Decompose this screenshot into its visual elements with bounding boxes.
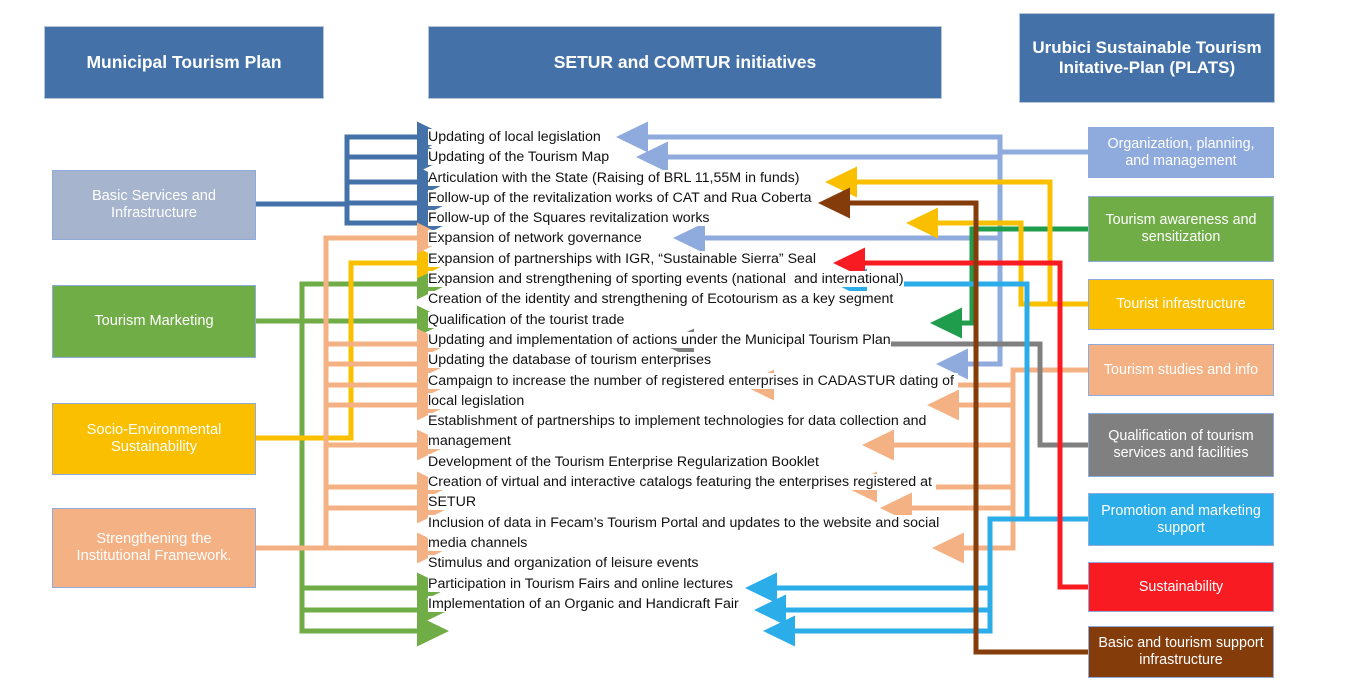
header-municipal-tourism-plan: Municipal Tourism Plan: [44, 26, 324, 99]
plats-label: Tourism awareness and sensitization: [1105, 212, 1257, 245]
initiative-item[interactable]: Follow-up of the revitalization works of…: [428, 188, 968, 208]
initiative-label: Creation of virtual and interactive cata…: [428, 474, 936, 511]
initiative-label: Inclusion of data in Fecam’s Tourism Por…: [428, 514, 944, 551]
plats-promotion-and-marketing-support[interactable]: Promotion and marketing support: [1088, 493, 1274, 546]
initiative-label: Establishment of partnerships to impleme…: [428, 413, 931, 450]
initiative-item[interactable]: Creation of the identity and strengtheni…: [428, 289, 968, 309]
initiative-item[interactable]: Expansion of partnerships with IGR, “Sus…: [428, 249, 968, 269]
initiative-item[interactable]: Expansion of network governance: [428, 228, 968, 248]
header-label: Urubici Sustainable Tourism Initative-Pl…: [1032, 37, 1262, 77]
plats-label: Qualification of tourism services and fa…: [1108, 428, 1254, 461]
initiatives-list: Updating of local legislation Updating o…: [428, 127, 968, 614]
header-label: Municipal Tourism Plan: [86, 52, 282, 73]
plats-label: Basic and tourism support infrastructure: [1098, 635, 1264, 668]
initiative-label: Articulation with the State (Raising of …: [428, 169, 800, 186]
initiative-item[interactable]: Updating of local legislation: [428, 127, 968, 147]
initiative-item[interactable]: Inclusion of data in Fecam’s Tourism Por…: [428, 513, 968, 554]
plats-tourism-awareness-and-sensitization[interactable]: Tourism awareness and sensitization: [1088, 196, 1274, 262]
category-basic-services-and-infrastructure[interactable]: Basic Services and Infrastructure: [52, 170, 256, 240]
initiative-item[interactable]: Development of the Tourism Enterprise Re…: [428, 452, 968, 472]
plats-label: Promotion and marketing support: [1101, 502, 1261, 536]
initiative-label: Expansion of network governance: [428, 230, 642, 247]
plats-tourism-studies-and-info[interactable]: Tourism studies and info: [1088, 344, 1274, 396]
initiative-item[interactable]: Updating of the Tourism Map: [428, 147, 968, 167]
initiative-item[interactable]: Participation in Tourism Fairs and onlin…: [428, 574, 968, 594]
initiative-item[interactable]: Campaign to increase the number of regis…: [428, 371, 968, 412]
initiative-label: Updating of the Tourism Map: [428, 149, 610, 166]
category-label: Tourism Marketing: [94, 312, 214, 329]
initiative-label: Qualification of the tourist trade: [428, 311, 625, 328]
wire-socio-environmental: [256, 247, 449, 441]
initiative-label: Creation of the identity and strengtheni…: [428, 291, 894, 308]
initiative-label: Updating the database of tourism enterpr…: [428, 352, 712, 369]
plats-organization-planning-and-management[interactable]: Organization, planning, and management: [1088, 127, 1274, 178]
plats-tourist-infrastructure[interactable]: Tourist infrastructure: [1088, 279, 1274, 330]
initiative-label: Implementation of an Organic and Handicr…: [428, 595, 739, 612]
wire-institutional-framework: [256, 222, 449, 564]
header-setur-comtur-initiatives: SETUR and COMTUR initiatives: [428, 26, 942, 99]
header-plats: Urubici Sustainable Tourism Initative-Pl…: [1019, 13, 1275, 103]
initiative-item[interactable]: Expansion and strengthening of sporting …: [428, 269, 968, 289]
wire-basic-services: [256, 121, 449, 239]
initiative-label: Updating of local legislation: [428, 129, 601, 145]
category-label: Basic Services and Infrastructure: [91, 187, 217, 222]
category-label: Strengthening the Institutional Framewor…: [76, 530, 232, 565]
initiative-label: Participation in Tourism Fairs and onlin…: [428, 575, 733, 592]
initiative-item[interactable]: Establishment of partnerships to impleme…: [428, 411, 968, 452]
initiative-item[interactable]: Updating and implementation of actions u…: [428, 330, 968, 350]
initiative-item[interactable]: Creation of virtual and interactive cata…: [428, 472, 968, 513]
plats-label: Organization, planning, and management: [1107, 135, 1255, 169]
plats-qualification-of-tourism-services-and-facilities[interactable]: Qualification of tourism services and fa…: [1088, 413, 1274, 477]
initiative-label: Updating and implementation of actions u…: [428, 331, 891, 348]
initiative-item[interactable]: Qualification of the tourist trade: [428, 310, 968, 330]
wire-tourism-awareness: [930, 226, 1088, 339]
plats-sustainability[interactable]: Sustainability: [1088, 562, 1274, 612]
header-label: SETUR and COMTUR initiatives: [553, 52, 817, 73]
initiative-label: Campaign to increase the number of regis…: [428, 372, 958, 409]
initiative-label: Follow-up of the revitalization works of…: [428, 189, 812, 206]
initiative-item[interactable]: Implementation of an Organic and Handicr…: [428, 594, 968, 614]
plats-label: Sustainability: [1138, 578, 1224, 595]
plats-label: Tourism studies and info: [1103, 361, 1259, 378]
initiative-label: Expansion of partnerships with IGR, “Sus…: [428, 250, 816, 267]
category-strengthening-the-institutional-framework[interactable]: Strengthening the Institutional Framewor…: [52, 508, 256, 588]
category-socio-environmental-sustainability[interactable]: Socio-Environmental Sustainability: [52, 403, 256, 475]
category-tourism-marketing[interactable]: Tourism Marketing: [52, 285, 256, 358]
category-label: Socio-Environmental Sustainability: [86, 421, 222, 456]
initiative-item[interactable]: Articulation with the State (Raising of …: [428, 168, 968, 188]
plats-label: Tourist infrastructure: [1116, 296, 1246, 313]
initiative-item[interactable]: Updating the database of tourism enterpr…: [428, 350, 968, 370]
initiative-label: Development of the Tourism Enterprise Re…: [428, 453, 819, 470]
wire-tourism-marketing: [256, 268, 449, 647]
plats-basic-and-tourism-support-infrastructure[interactable]: Basic and tourism support infrastructure: [1088, 626, 1274, 678]
initiative-item[interactable]: Stimulus and organization of leisure eve…: [428, 553, 968, 573]
initiative-label: Stimulus and organization of leisure eve…: [428, 555, 699, 572]
initiative-label: Expansion and strengthening of sporting …: [428, 271, 904, 288]
initiative-item[interactable]: Follow-up of the Squares revitalization …: [428, 208, 968, 228]
initiative-label: Follow-up of the Squares revitalization …: [428, 210, 710, 227]
